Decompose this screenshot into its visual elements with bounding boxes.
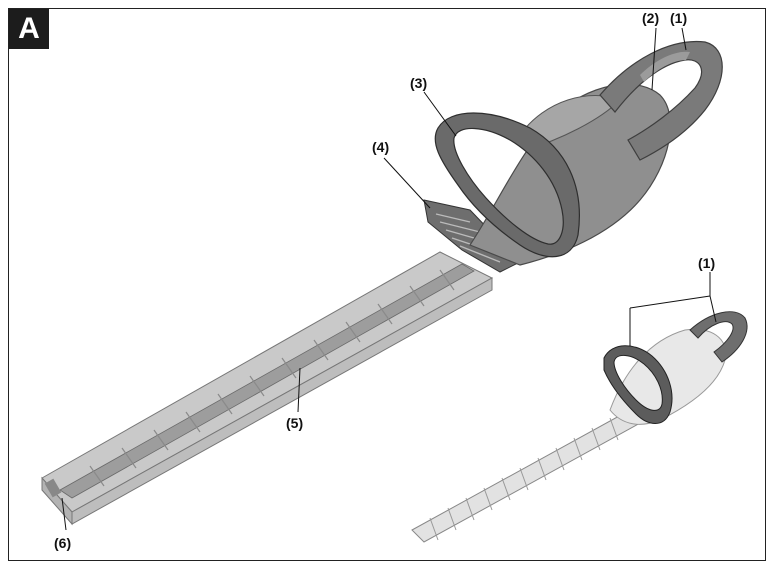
main-rear-handle: [599, 40, 723, 161]
callout-2-main: (2): [642, 10, 659, 26]
inset-rear-handle: [689, 311, 748, 363]
figure-letter-label: A: [9, 9, 49, 49]
callout-3: (3): [410, 75, 427, 91]
main-hedge-trimmer: [41, 40, 723, 526]
callout-6: (6): [54, 535, 71, 551]
inset-blade: [411, 409, 643, 543]
callout-1-main: (1): [670, 10, 687, 26]
leader-lines: [61, 27, 717, 531]
callout-5: (5): [286, 415, 303, 431]
inset-front-handle: [603, 345, 673, 424]
inset-hedge-trimmer: [411, 311, 748, 543]
main-blade: [41, 251, 494, 526]
callout-4: (4): [372, 139, 389, 155]
callout-1-inset: (1): [698, 255, 715, 271]
main-front-handle: [434, 112, 580, 258]
